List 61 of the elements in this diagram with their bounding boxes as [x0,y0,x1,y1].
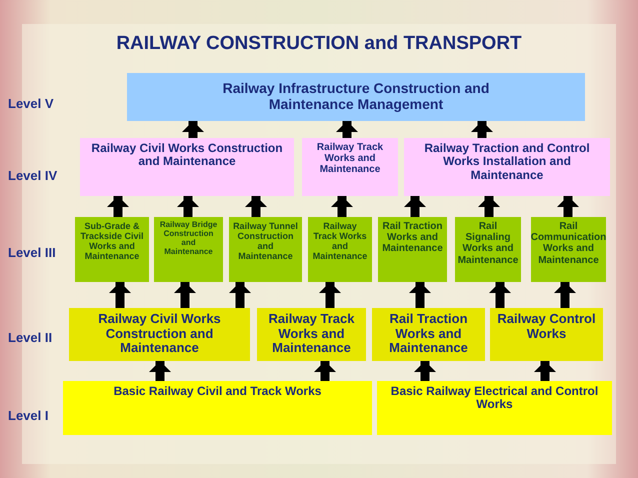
block-arrow [404,196,426,217]
block-arrow [534,361,556,381]
level-label: Level III [8,245,56,260]
block-arrow [182,121,204,138]
level-box [154,217,223,282]
block-arrow [478,196,500,217]
level-box [455,217,521,282]
box-label: Railway Civil Works Construction and Maintenance [90,142,284,169]
box-label: Basic Railway Electrical and Control Works [390,385,600,412]
level-box [127,73,585,121]
box-label: Railway Bridge Construction and Maintenance [158,221,218,257]
level-label: Level I [8,408,48,423]
block-arrow [471,121,493,138]
box-label: Sub-Grade & Trackside Civil Works and Maintenance [79,221,145,262]
box-label: Railway Track Works and Maintenance [268,312,356,356]
level-box [75,217,149,282]
level-label: Level V [8,96,54,111]
box-label: Railway Traction and Control Works Installation and Maintenance [423,142,591,182]
box-label: Railway Track Works and Maintenance [312,221,368,262]
block-arrow [107,196,129,217]
level-box [302,138,398,196]
level-box [531,217,606,282]
level-box [69,308,250,361]
box-label: Railway Control Works [496,312,597,342]
block-arrow [489,282,511,308]
title: RAILWAY CONSTRUCTION and TRANSPORT [115,33,523,55]
block-arrow [229,282,251,308]
level-box [404,138,610,196]
block-arrow [174,282,196,308]
level-box [378,217,447,282]
block-arrow [336,121,358,138]
block-arrow [177,196,199,217]
block-arrow [554,282,576,308]
level-box [308,217,372,282]
block-arrow [109,282,131,308]
block-arrow [331,196,353,217]
block-arrow [557,196,579,217]
level-label: Level IV [8,168,58,183]
level-label: Level II [8,330,52,345]
level-box [63,381,372,435]
block-arrow [149,361,171,381]
level-box [257,308,366,361]
block-arrow [319,282,341,308]
level-box [80,138,294,196]
box-label: Rail Communication Works and Maintenance [530,221,606,266]
block-arrow [314,361,336,381]
level-box [372,308,485,361]
box-label: Rail Traction Works and Maintenance [388,312,469,356]
block-arrow [245,196,267,217]
level-box [377,381,612,435]
box-label: Railway Civil Works Construction and Maintenance [97,312,222,356]
box-label: Railway Infrastructure Construction and Maintenance Management [222,81,490,113]
block-arrow [409,282,431,308]
box-label: Railway Tunnel Construction and Maintenance [232,221,299,262]
box-label: Rail Signaling Works and Maintenance [458,221,518,266]
block-arrow [414,361,436,381]
box-label: Railway Track Works and Maintenance [316,142,384,176]
level-box [229,217,302,282]
box-label: Basic Railway Civil and Track Works [114,385,322,398]
level-box [490,308,603,361]
box-label: Rail Traction Works and Maintenance [381,221,444,255]
